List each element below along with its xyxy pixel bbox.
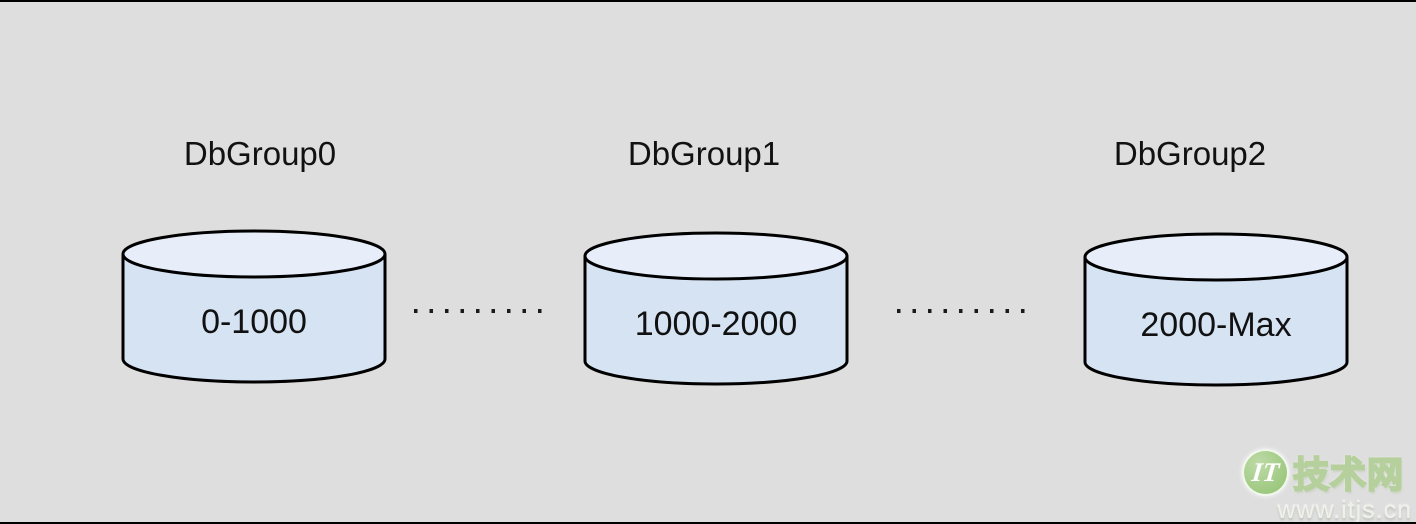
dotted-connector [414, 309, 542, 313]
itjs-logo-icon: IT [1242, 448, 1289, 496]
top-border-line [0, 0, 1416, 2]
itjs-logo-text: IT [1250, 456, 1281, 487]
database-cylinder-icon [1083, 232, 1349, 387]
group-title-dbgroup1: DbGroup1 [627, 135, 781, 172]
watermark-url: www.itjs.cn [1277, 496, 1412, 524]
shard-range-label: 1000-2000 [634, 305, 798, 343]
watermark-site-name: 技术网 [1292, 453, 1405, 496]
database-cylinder-dbgroup1: 1000-2000 [582, 230, 850, 387]
dotted-connector [897, 309, 1025, 313]
bottom-border-line [0, 522, 1416, 524]
group-title-dbgroup2: DbGroup2 [1113, 135, 1267, 172]
site-watermark: IT 技术网 www.itjs.cn [1242, 446, 1412, 524]
group-title-dbgroup0: DbGroup0 [183, 135, 337, 172]
database-cylinder-dbgroup0: 0-1000 [120, 228, 388, 385]
shard-range-label: 2000-Max [1140, 306, 1292, 344]
database-cylinder-dbgroup2: 2000-Max [1082, 231, 1350, 388]
database-cylinder-icon [583, 231, 849, 386]
database-cylinder-icon [121, 229, 387, 384]
shard-range-label: 0-1000 [201, 303, 307, 341]
watermark-row: IT 技术网 [1242, 446, 1412, 498]
